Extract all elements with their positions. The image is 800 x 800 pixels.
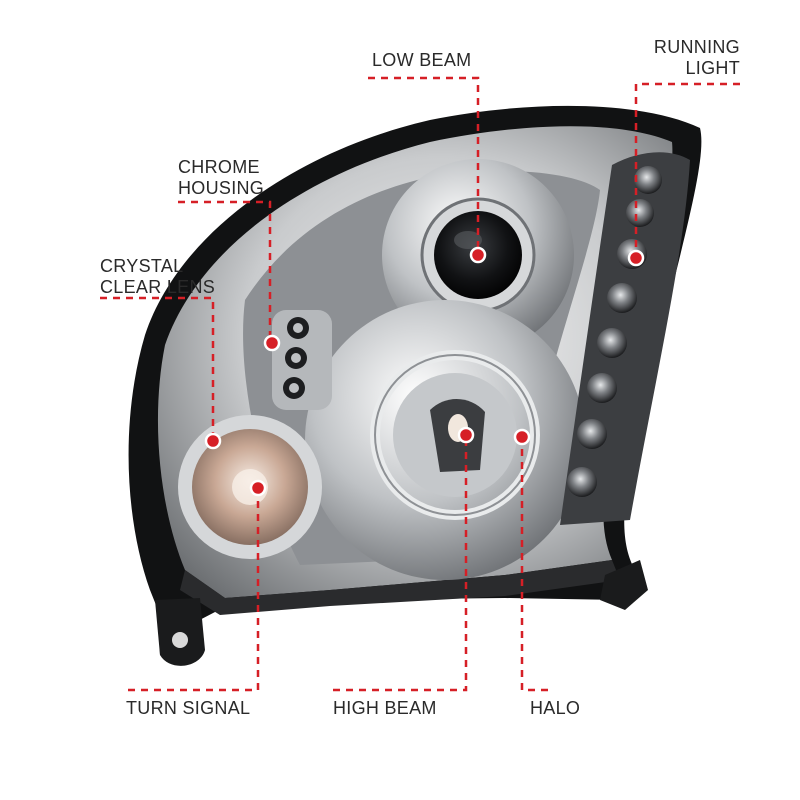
chrome-housing-leader [178,200,272,342]
callout-markers [204,246,645,497]
low-beam-label-line: LOW BEAM [372,50,472,70]
halo-label: HALO [530,698,580,719]
rear-bracket [600,560,648,610]
turn-signal-label: TURN SIGNAL [126,698,250,719]
turn-signal-leader [128,488,260,692]
callout-leader-lines [100,76,740,692]
crystal-clear-lens-label-line-2: CLEAR LENS [100,277,216,297]
running-light-label-line-2: LIGHT [685,58,740,78]
running-light-marker [627,249,645,267]
halo-leader [520,437,548,692]
chrome-housing-label: CHROME HOUSING [178,157,264,199]
halo-marker [513,428,531,446]
side-led-cluster [272,310,332,410]
crystal-clear-lens-marker [204,432,222,450]
crystal-clear-lens-label-line-1: CRYSTAL [100,256,184,276]
high-beam-label-line: HIGH BEAM [333,698,437,718]
halo-label-line: HALO [530,698,581,718]
turn-signal-label-line: TURN SIGNAL [126,698,251,718]
low-beam-label: LOW BEAM [372,50,471,71]
running-light-label-line-1: RUNNING [653,37,740,57]
chrome-housing-label-line-1: CHROME [178,157,260,177]
high-beam-marker [457,426,475,444]
chrome-housing-marker [263,334,281,352]
turn-signal-marker [249,479,267,497]
low-beam-leader [368,76,480,255]
running-light-leader [634,82,740,258]
mounting-hole [172,632,188,648]
chrome-housing-label-line-2: HOUSING [178,178,265,198]
low-beam-marker [469,246,487,264]
crystal-clear-lens-label: CRYSTAL CLEAR LENS [100,256,215,298]
high-beam-label: HIGH BEAM [333,698,437,719]
lower-trim [180,560,620,615]
running-light-label: RUNNING LIGHT [654,37,740,79]
mounting-bracket [155,598,205,666]
high-beam-leader [333,435,468,692]
